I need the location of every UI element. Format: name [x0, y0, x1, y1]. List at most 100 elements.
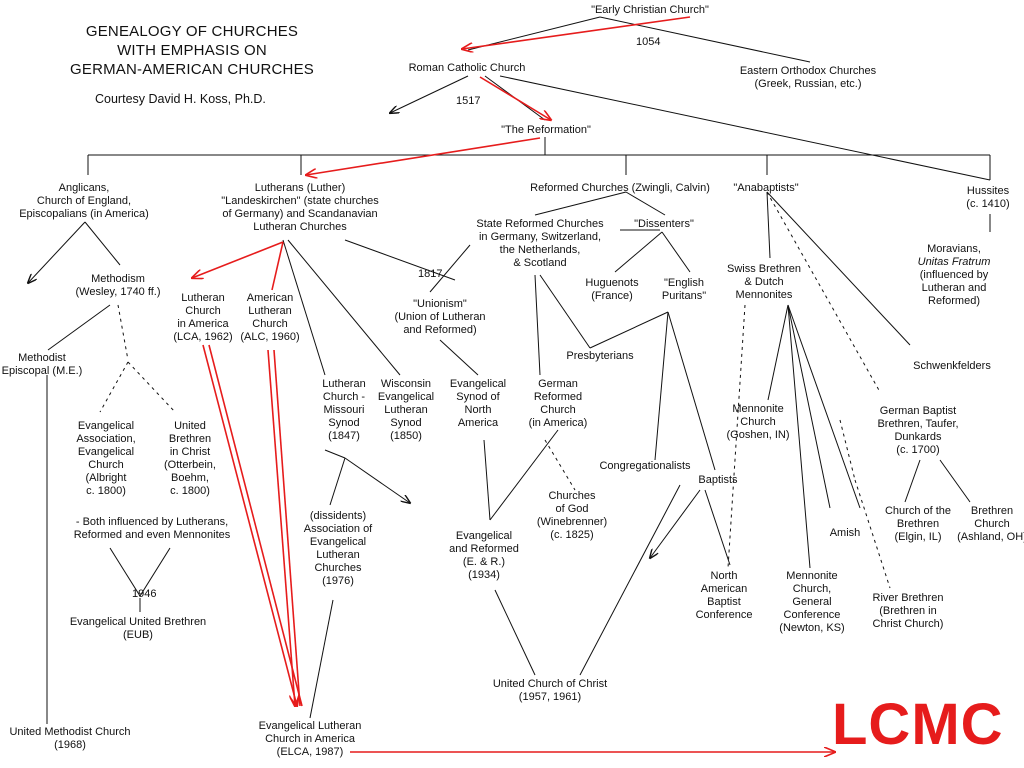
node-line: Church: [88, 459, 124, 471]
node-line: "Early Christian Church": [591, 4, 709, 16]
node-line: Schwenkfelders: [913, 360, 991, 372]
node-line: (France): [591, 290, 633, 302]
node-congregationalists: Congregationalists: [599, 460, 690, 473]
node-line: Evangelical: [77, 446, 135, 458]
credit-line: Courtesy David H. Koss, Ph.D.: [95, 92, 266, 106]
node-line: (Newton, KS): [779, 622, 845, 634]
node-line: Hussites: [966, 185, 1010, 197]
node-line: Mennonite: [786, 570, 838, 582]
node-line: Church of England,: [36, 195, 132, 207]
node-line: Church in America: [265, 733, 355, 745]
node-line: Boehm,: [171, 472, 209, 484]
node-line: Church -: [322, 391, 366, 403]
node-line: (1968): [54, 739, 86, 751]
node-line: Lutheran Churches: [253, 221, 347, 233]
node-line: "Unionism": [413, 298, 467, 310]
node-line: (c. 1410): [966, 198, 1010, 210]
diagram-title: GENEALOGY OF CHURCHES WITH EMPHASIS ON G…: [52, 22, 332, 79]
node-line: Churches: [548, 490, 596, 502]
node-line: "Anabaptists": [733, 182, 799, 194]
node-line: Churches: [314, 562, 362, 574]
connector-lines: [28, 16, 991, 724]
node-line: American: [246, 292, 294, 304]
node-line: (Albright: [85, 472, 127, 484]
node-line: in Germany, Switzerland,: [478, 231, 602, 243]
node-line: North: [464, 404, 492, 416]
note-influenced: - Both influenced by Lutherans,Reformed …: [74, 516, 231, 542]
node-ucc: United Church of Christ(1957, 1961): [493, 678, 607, 704]
node-line: "The Reformation": [501, 124, 591, 136]
node-line: (Wesley, 1740 ff.): [75, 286, 161, 298]
node-line: Conference: [783, 609, 841, 621]
node-eub: Evangelical United Brethren(EUB): [70, 616, 206, 642]
node-line: United: [174, 420, 206, 432]
node-line: United Church of Christ: [492, 678, 608, 690]
node-line: Lutheran: [322, 378, 366, 390]
node-amish: Amish: [830, 527, 861, 540]
node-anabaptists: "Anabaptists": [733, 182, 798, 195]
node-line: Swiss Brethren: [727, 263, 801, 275]
node-line: Synod of: [456, 391, 500, 403]
node-line: "Landeskirchen" (state churches: [221, 195, 379, 207]
node-line: Mennonite: [732, 403, 784, 415]
node-line: "Dissenters": [634, 218, 694, 230]
node-line: Lutheran and: [921, 282, 987, 294]
node-line: Puritans": [661, 290, 707, 302]
lcmc-highlight-label: LCMC: [832, 692, 1004, 757]
node-line: (c. 1825): [550, 529, 594, 541]
node-roman-catholic: Roman Catholic Church: [409, 62, 526, 75]
node-line: Reformed): [928, 295, 980, 307]
node-line: (Elgin, IL): [894, 531, 942, 543]
node-line: Brethren: [970, 505, 1014, 517]
node-line: Evangelical Lutheran: [258, 720, 362, 732]
node-line: Synod: [390, 417, 422, 429]
node-line: Episcopal (M.E.): [1, 365, 83, 377]
year-1817: 1817: [418, 268, 443, 280]
node-line: (c. 1700): [896, 444, 940, 456]
node-line: North: [710, 570, 738, 582]
node-line: Evangelical: [309, 536, 367, 548]
node-line: Baptist: [707, 596, 741, 608]
title-line-1: GENEALOGY OF CHURCHES: [85, 23, 299, 40]
node-presbyterians: Presbyterians: [566, 350, 633, 363]
node-line: Church: [185, 305, 221, 317]
node-line: Eastern Orthodox Churches: [739, 65, 877, 77]
node-line: Christ Church): [872, 618, 944, 630]
node-line: Brethren: [896, 518, 940, 530]
node-line: Huguenots: [585, 277, 639, 289]
node-line: (1957, 1961): [518, 691, 582, 703]
node-huguenots: Huguenots(France): [585, 277, 638, 303]
node-line: Evangelical: [449, 378, 507, 390]
node-line: Church: [974, 518, 1010, 530]
node-line: and Reformed: [449, 543, 519, 555]
node-line: (Ashland, OH): [957, 531, 1024, 543]
node-line: (influenced by: [919, 269, 989, 281]
node-line: Lutheran: [384, 404, 428, 416]
node-line: (ALC, 1960): [240, 331, 300, 343]
node-line: (Goshen, IN): [726, 429, 790, 441]
node-hussites: Hussites(c. 1410): [966, 185, 1009, 211]
node-line: c. 1800): [170, 485, 210, 497]
node-line: Reformed Churches (Zwingli, Calvin): [530, 182, 710, 194]
node-line: Lutherans (Luther): [254, 182, 346, 194]
node-line: Association of: [303, 523, 373, 535]
node-line: Lutheran: [181, 292, 225, 304]
node-eastern-orthodox: Eastern Orthodox Churches(Greek, Russian…: [740, 65, 876, 91]
node-line: Church,: [792, 583, 832, 595]
node-line: Association,: [76, 433, 136, 445]
node-line: (E. & R.): [462, 556, 506, 568]
node-line: (Winebrenner): [536, 516, 608, 528]
